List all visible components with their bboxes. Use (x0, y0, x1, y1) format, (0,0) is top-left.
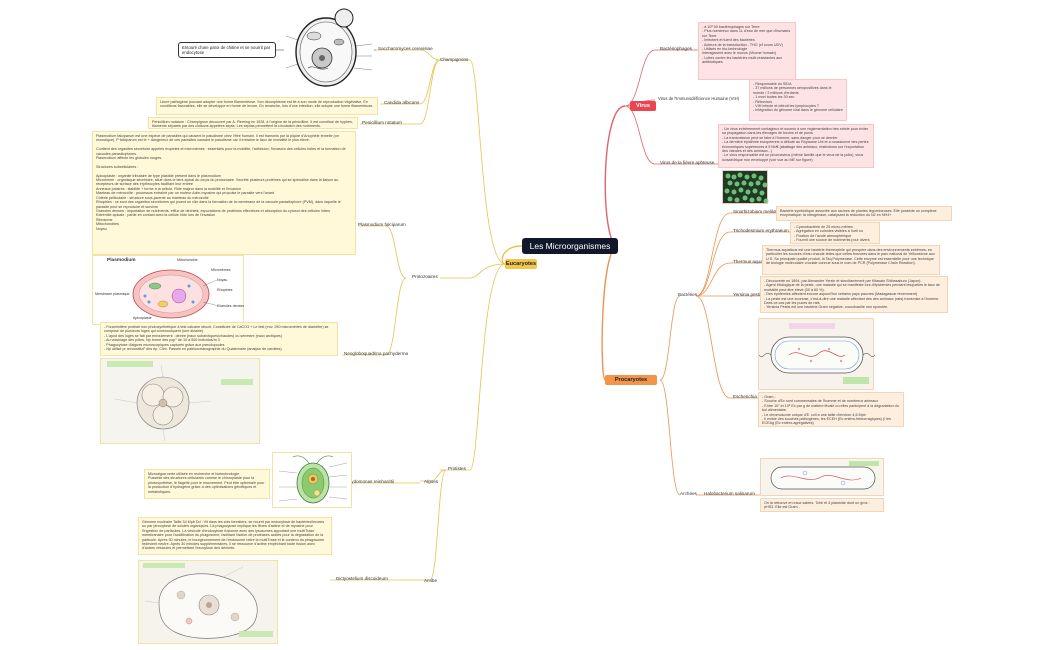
link-champ-penic (360, 59, 441, 125)
yeast-cell-diagram (284, 6, 374, 90)
node-candida[interactable]: Candida albicans (384, 100, 420, 105)
plasmodium-figure-rhoptries: Rhoptries (217, 288, 233, 292)
node-protozoaires[interactable]: Protozoaires (412, 274, 438, 279)
node-vih[interactable]: Virus de l'Immunodéficience Humaine (VIH… (658, 96, 740, 101)
fievre-note: - Un virus extrêmement contagieux et sou… (718, 124, 874, 168)
neogloboquadrina-drawing (100, 358, 260, 444)
virus-micrograph (722, 170, 769, 204)
plasmodium-note: Plasmodium falciparum est une espèce de … (92, 131, 356, 255)
node-neogloboquadrina[interactable]: Neogloboquadrina pachyderma (344, 351, 409, 356)
bacteriophages-note: - à 10³ 50 bactériophages sur Terre - Pl… (698, 22, 796, 80)
dictyostelium-drawing (138, 560, 278, 644)
link-root-procaryotes (601, 245, 619, 381)
dictyostelium-note: Génome nucléaire Taille 34 Mpb Dd : Vit … (138, 517, 332, 555)
node-champignons[interactable]: Champignons (440, 57, 469, 62)
plasmodium-figure-membrane: Membrane plasmique (95, 292, 130, 296)
plasmodium-figure-mitochondrie: Mitochondrie (177, 258, 198, 262)
candida-note: Leure pathogène pouvant adopter une form… (156, 97, 378, 115)
link-pro-bact (659, 295, 681, 381)
plasmodium-figure-title: Plasmodium (107, 258, 136, 263)
node-archees[interactable]: Archées (680, 491, 697, 496)
node-protistes[interactable]: Protistes (448, 466, 466, 471)
trichodesmium-note: - Cyanobactérie de 25 micro-mètres - Agr… (790, 222, 880, 244)
node-chlamydomonas[interactable]: Chlamydomonas reinhardtii (338, 479, 394, 484)
node-bacteriophages[interactable]: Bactériophages (660, 46, 692, 51)
plasmodium-figure-micronemes: Micronèmes (211, 268, 231, 272)
halobacterium-drawing (760, 458, 884, 496)
plasmodium-figure-granules: Granules denses (217, 304, 245, 308)
escherichia-note: - Gram - - Souche d'Ec sont commensales … (758, 392, 904, 427)
vih-note: - Responsable du SIDA - 37 millions de p… (749, 79, 847, 121)
node-saccharomyces[interactable]: Saccharomyces cerevisiae (378, 46, 433, 51)
plasmodium-figure-noyau: Noyau (217, 278, 228, 282)
link-virus-fievre (624, 105, 718, 165)
link-virus-bact (624, 49, 698, 107)
link-bact-thermus (695, 262, 762, 297)
sinorhizobium-note: Bactérie symbiotique associée aux racine… (776, 206, 952, 221)
plasmodium-figure-apicoplaste: Apicoplaste (133, 316, 152, 320)
plasmodium-diagram: Plasmodium Mitochondrie Micronèmes Noyau… (92, 255, 244, 325)
link-root-virus (604, 105, 626, 247)
halobacterium-note: On la retrouve en eaux salées. Tché et 4… (760, 498, 884, 512)
chlamydomonas-note: Microalgue verte utilisée en recherche e… (144, 469, 270, 499)
link-eu-champ (436, 59, 506, 265)
node-algues[interactable]: Algues (424, 479, 439, 484)
link-proto-neo (342, 277, 407, 356)
node-yersinia[interactable]: Yersinia pestis (733, 292, 763, 297)
branch-procaryotes[interactable]: Procaryotes (605, 375, 657, 385)
node-plasmodium[interactable]: Plasmodium falciparum (358, 222, 406, 227)
node-escherichia[interactable]: Escherichia coli (733, 394, 765, 399)
link-eu-proto (440, 263, 506, 279)
link-proto-plasmo (358, 225, 407, 279)
root-node[interactable]: Les Microorganismes (522, 238, 618, 254)
yersinia-note: - Découverte en 1894, par Alexandre Yers… (760, 276, 948, 313)
link-pro-archees (659, 379, 681, 496)
saccharomyces-callout: Entouré d'une paroi de chitine et se nou… (178, 42, 276, 58)
node-penicillium[interactable]: Penicillium notatum (362, 120, 402, 125)
link-prot-algues (420, 469, 447, 482)
branch-virus[interactable]: Virus (630, 101, 656, 111)
branch-eucaryotes[interactable]: Eucaryotes (505, 259, 537, 269)
chlamydomonas-diagram (272, 452, 352, 508)
node-amibe[interactable]: Amibe (424, 578, 438, 583)
ecoli-drawing (758, 318, 876, 390)
link-bact-escherichia (695, 295, 758, 399)
node-dictyostelium[interactable]: Dictyostelium discoideum (336, 576, 388, 581)
neogloboquadrina-note: - Foraminifère protiste non photosynthét… (100, 322, 338, 356)
node-trichodesmium[interactable]: Trichodesmium erythraeum (733, 228, 789, 233)
link-prot-amibe (422, 469, 447, 581)
node-bacteries[interactable]: Bactéries (678, 292, 698, 297)
node-halobacterium[interactable]: Halobacterium salinarum (704, 491, 755, 496)
link-champ-sacch (376, 49, 441, 61)
link-eu-protistes (440, 263, 506, 471)
link-bact-tricho (695, 231, 790, 297)
penicillium-note: Penicillium notatum : Champignon découve… (148, 117, 358, 129)
node-fievre-aphteuse[interactable]: Virus de la fièvre aphteuse (660, 160, 715, 165)
link-champ-candida (380, 59, 441, 105)
node-sinorhizobium[interactable]: Sinorhizobium meliloti (733, 209, 778, 214)
thermus-note: Thermus aquaticus est une bactérie therm… (762, 245, 940, 275)
node-thermus[interactable]: Thermus aquaticus (Taq) (733, 259, 784, 264)
